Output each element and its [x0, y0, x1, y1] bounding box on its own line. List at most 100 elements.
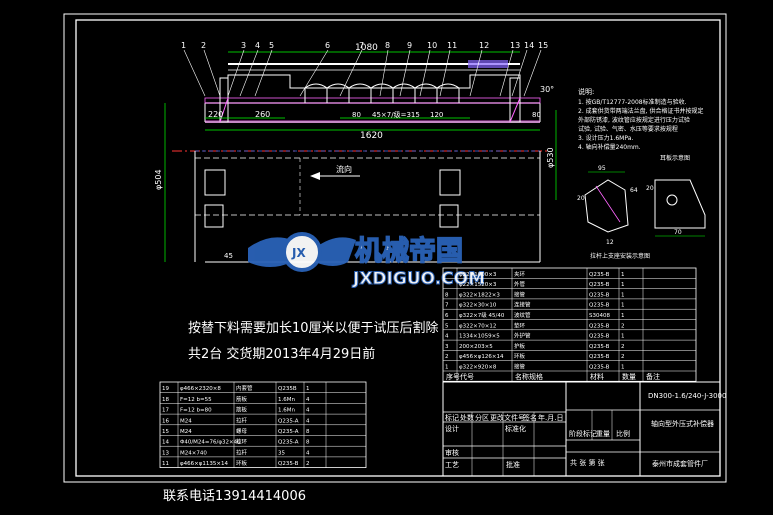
flow-label: 流向 [336, 164, 352, 174]
dim-bottom-45: 45 [224, 252, 233, 260]
table-cell: φ466×2320×8 [180, 386, 221, 392]
right-ring-hatch [509, 97, 521, 123]
tb-model: DN300-1.6/240-J-3000 [648, 392, 726, 400]
table-cell: 1334×1059×5 [459, 334, 500, 340]
table-cell: 16 [162, 418, 169, 424]
support-dim-12: 12 [606, 239, 614, 246]
note-line-5: 3. 设计压力1.6MPa. [578, 134, 633, 142]
table-cell: Q235-B [589, 272, 610, 278]
tie-rod-nut [468, 60, 508, 68]
table-cell: Q235-B [589, 354, 610, 360]
table-cell: 8 [306, 440, 310, 446]
table-cell: 1 [621, 365, 625, 371]
note-line-2: 2. 成套供货带两端法兰盘, 供合格证书并按规定 [578, 107, 703, 115]
callout-leader [227, 49, 245, 97]
flow-arrow-head [310, 172, 320, 180]
support-detail-title: 拉杆上支座安装示意图 [590, 252, 650, 260]
table-frame [442, 267, 697, 382]
table-cell: Q235-B [589, 282, 610, 288]
technical-notes: 说明: 1. 按GB/T12777-2008标准制造与验收. 2. 成套供货带两… [578, 87, 703, 151]
dim-1080: 1080 [355, 43, 378, 53]
table-cell: φ456×φ126×14 [459, 354, 504, 360]
table-cell: M24 [180, 429, 192, 435]
table-header-cell: 备注 [646, 372, 660, 381]
right-ring-plate [509, 77, 521, 123]
title-block: DN300-1.6/240-J-3000 轴向型外压式补偿器 泰州市成套管件厂 … [442, 381, 726, 477]
table-cell: 1 [621, 272, 625, 278]
lug-dim-20: 20 [646, 185, 654, 192]
table-cell: F=12 b=55 [180, 397, 212, 403]
table-cell: 1 [621, 292, 625, 298]
table-header-cell: 材料 [590, 372, 604, 381]
dim-dia-left: φ504 [154, 169, 163, 190]
callout-leader [203, 49, 221, 97]
table-cell: 11 [162, 461, 169, 467]
table-header-cell: 代号 [460, 372, 474, 381]
table-cell: 17 [162, 408, 169, 414]
dim-220: 220 [208, 110, 223, 119]
main-section-view: 流向 1080 1620 220 260 80 45×7/级=315 120 8… [154, 41, 557, 263]
table-cell: φ322×1822×3 [459, 292, 500, 298]
callout-number: 12 [479, 41, 489, 50]
logo-mark: JX [291, 246, 306, 260]
logo-en-text: JXDIGUO.COM [352, 269, 485, 289]
callout-number: 4 [255, 41, 260, 50]
sheet-inner-frame [75, 19, 721, 477]
table-cell: Q235-B [589, 334, 610, 340]
table-cell: Q235-B [589, 303, 610, 309]
table-cell: Q235B [278, 386, 297, 392]
dim-right-80: 80 [532, 111, 541, 119]
table-cell: 环板 [514, 352, 526, 360]
table-cell: 2 [621, 354, 625, 360]
tb-label-mark: 标记 [445, 413, 459, 422]
tb-label-count: 处数 [460, 413, 474, 422]
table-cell: 1 [306, 386, 310, 392]
tb-label-weight: 重量 [596, 430, 610, 438]
table-cell: φ322×7级 45/40 [459, 311, 505, 319]
table-cell: 15 [162, 429, 169, 435]
tb-label-change: 更改文件号 [490, 413, 525, 422]
callout-leader [499, 49, 514, 97]
table-cell: Φ40/M24=76/φ32×40 [180, 440, 241, 446]
tb-label-zone: 分区 [475, 413, 489, 422]
table-cell: 1.6Mn [278, 397, 295, 403]
callout-number: 10 [427, 41, 437, 50]
table-header-cell: 名称规格 [515, 372, 543, 381]
watermark-logo: JX 机械帝国 JXDIGUO.COM [248, 232, 486, 290]
callout-leader [339, 49, 363, 97]
table-cell: 1 [621, 282, 625, 288]
outer-casing [227, 74, 521, 103]
detail-left: 95 64 20 12 拉杆上支座安装示意图 [577, 165, 650, 260]
table-cell: 4 [306, 450, 310, 456]
lug-hole [666, 194, 678, 206]
table-cell: 8 [306, 429, 310, 435]
table-cell: 2 [306, 461, 310, 467]
dim-80: 80 [352, 111, 361, 119]
tb-label-stage: 阶段标记 [569, 429, 597, 438]
table-cell: Q235-B [589, 292, 610, 298]
callout-number: 5 [269, 41, 274, 50]
detail-right: 70 20 耳板示意图 [646, 154, 706, 237]
upper-wall-fill [205, 120, 540, 123]
table-cell: 1 [621, 334, 625, 340]
table-cell: 夹环 [514, 270, 526, 278]
table-cell: 1 [621, 313, 625, 319]
table-cell: M24×740 [180, 450, 207, 456]
callout-number: 3 [241, 41, 246, 50]
logo-wing-right [315, 237, 356, 266]
logo-gear [282, 232, 322, 272]
lower-right-lug [439, 169, 461, 196]
note-line-6: 4. 轴向补偿量240mm. [578, 143, 641, 151]
table-cell: 螺母 [236, 427, 248, 435]
callout-number: 11 [447, 41, 457, 50]
tb-label-approve: 批准 [506, 460, 520, 469]
callout-leader [439, 49, 451, 97]
tb-label-date: 年.月.日 [538, 413, 563, 422]
note-line-1: 1. 按GB/T12777-2008标准制造与验收. [578, 98, 687, 106]
table-cell: Q235-A [278, 418, 299, 424]
table-cell: 拉杆 [236, 448, 248, 456]
